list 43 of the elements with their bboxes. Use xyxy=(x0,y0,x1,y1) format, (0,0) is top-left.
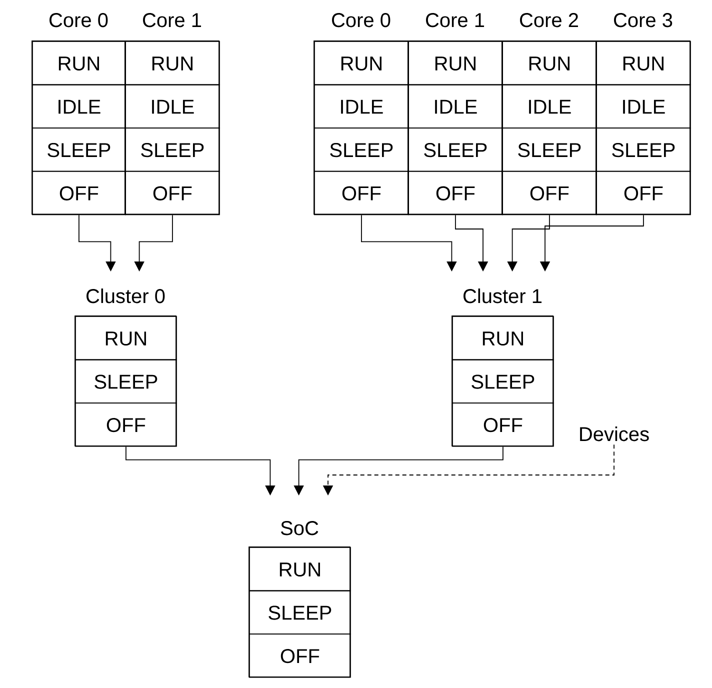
state-cell: OFF xyxy=(408,170,503,216)
state-cell: RUN xyxy=(452,316,554,360)
column-heading: Cluster 1 xyxy=(464,288,542,304)
state-cell: SLEEP xyxy=(32,128,126,172)
state-cell: IDLE xyxy=(314,84,409,128)
state-cell: OFF xyxy=(32,170,126,216)
state-cell: OFF xyxy=(596,170,691,216)
state-cell: RUN xyxy=(502,41,597,86)
column-heading: Core 0 xyxy=(50,13,108,28)
state-cell: IDLE xyxy=(408,84,503,128)
state-cell: RUN xyxy=(32,41,126,86)
state-cell: SLEEP xyxy=(596,128,691,172)
state-cell: IDLE xyxy=(596,84,691,128)
state-cell: OFF xyxy=(249,634,351,678)
state-cell: RUN xyxy=(596,41,691,86)
column-heading: SoC xyxy=(280,521,318,536)
column-heading: Core 2 xyxy=(520,13,578,28)
column-heading: Core 3 xyxy=(614,13,672,28)
state-cell: SLEEP xyxy=(502,128,597,172)
state-cell: OFF xyxy=(452,402,554,447)
state-cell: SLEEP xyxy=(408,128,503,172)
state-cell: IDLE xyxy=(32,84,126,128)
state-cell: RUN xyxy=(314,41,409,86)
column-heading: Core 0 xyxy=(332,13,390,28)
state-cell: SLEEP xyxy=(314,128,409,172)
state-cell: RUN xyxy=(249,547,351,592)
column-heading: Core 1 xyxy=(426,13,484,28)
state-cell: SLEEP xyxy=(125,128,220,172)
state-cell: SLEEP xyxy=(75,359,177,404)
state-cell: OFF xyxy=(502,170,597,216)
state-cell: SLEEP xyxy=(249,590,351,634)
state-cell: OFF xyxy=(125,170,220,216)
column-heading: Cluster 0 xyxy=(86,288,165,304)
state-cell: OFF xyxy=(75,402,177,447)
state-cell: RUN xyxy=(75,316,177,360)
text-label: Devices xyxy=(580,426,649,442)
state-cell: IDLE xyxy=(125,84,220,128)
column-heading: Core 1 xyxy=(143,13,202,28)
state-cell: RUN xyxy=(125,41,220,86)
state-cell: IDLE xyxy=(502,84,597,128)
state-cell: OFF xyxy=(314,170,409,216)
state-cell: RUN xyxy=(408,41,503,86)
state-cell: SLEEP xyxy=(452,359,554,404)
